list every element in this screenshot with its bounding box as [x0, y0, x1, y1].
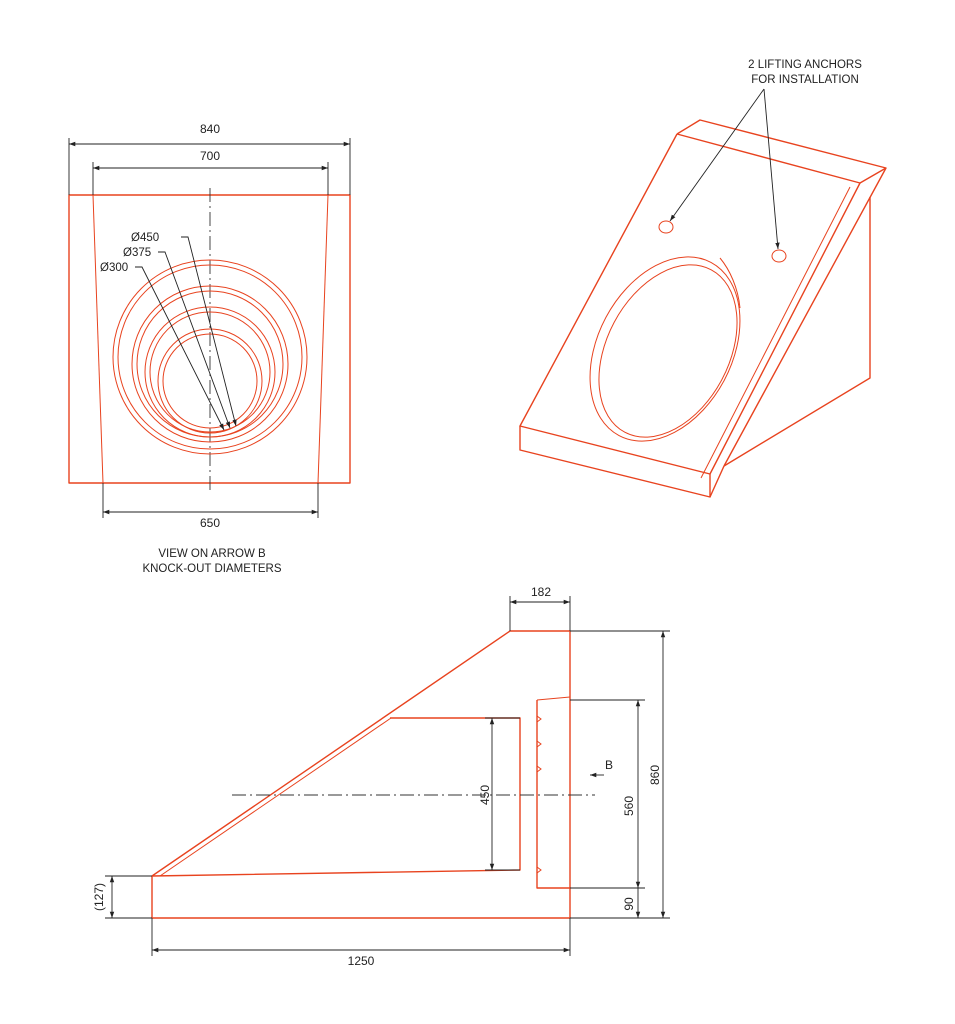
dim-700-label: 700 — [200, 149, 220, 163]
side-view: 182 450 560 90 860 — [92, 585, 670, 968]
dim-127-label: (127) — [92, 883, 106, 911]
lifting-anchor-2 — [771, 249, 787, 263]
dim-860: 860 — [570, 630, 670, 919]
iso-slope-edge-right — [723, 167, 887, 467]
dim-90-label: 90 — [622, 897, 636, 911]
knockout-circles — [112, 259, 308, 455]
diameter-leaders: Ø450 Ø375 Ø300 — [100, 232, 237, 431]
dim-127: (127) — [92, 875, 152, 919]
iso-sloped-face — [519, 133, 861, 475]
knockout-outer-1 — [112, 259, 308, 455]
arrow-b-label: B — [605, 758, 613, 772]
anchor-callout-line2: FOR INSTALLATION — [751, 74, 859, 86]
knockout-450-outer — [131, 285, 289, 443]
knockout-375-outer — [144, 306, 276, 438]
iso-slope-edge-inner — [700, 186, 851, 479]
dim-1250: 1250 — [151, 918, 571, 968]
dim-560-90: 560 90 — [570, 699, 645, 918]
front-view-caption-line2: KNOCK-OUT DIAMETERS — [142, 563, 281, 575]
dim-700: 700 — [92, 149, 329, 195]
iso-opening-inner — [598, 264, 738, 438]
label-d375: Ø375 — [123, 247, 151, 259]
dim-1250-label: 1250 — [348, 954, 375, 968]
knockout-375-inner — [149, 311, 271, 433]
lifting-anchor-1 — [658, 220, 674, 234]
view-arrow-b: B — [590, 758, 613, 778]
front-view-right-taper — [317, 194, 329, 484]
front-view-outline — [68, 194, 351, 484]
iso-opening-outer — [589, 256, 741, 442]
dim-860-label: 860 — [648, 765, 662, 785]
iso-back-face — [723, 197, 871, 467]
front-view: 840 700 650 Ø450 Ø375 Ø300 VIEW ON ARROW… — [68, 122, 351, 575]
dim-560-label: 560 — [622, 796, 636, 816]
dim-182: 182 — [509, 585, 571, 631]
anchor-callout-line1: 2 LIFTING ANCHORS — [748, 59, 862, 71]
knockout-outer-2 — [117, 264, 303, 450]
dim-450-label: 450 — [478, 785, 492, 805]
iso-top-ridge — [676, 119, 887, 184]
dim-182-label: 182 — [531, 585, 551, 599]
side-pipe-opening — [151, 717, 521, 877]
isometric-view: 2 LIFTING ANCHORS FOR INSTALLATION — [519, 59, 887, 498]
label-d300: Ø300 — [100, 262, 128, 274]
knockout-300-inner — [162, 333, 258, 429]
dim-840-label: 840 — [200, 122, 220, 136]
label-d450: Ø450 — [131, 232, 159, 244]
front-view-caption-line1: VIEW ON ARROW B — [158, 548, 266, 560]
side-view-outline — [151, 630, 571, 919]
dim-650: 650 — [102, 483, 319, 530]
knockout-300-outer — [157, 328, 263, 434]
dim-840: 840 — [68, 122, 351, 195]
dim-450: 450 — [478, 717, 520, 871]
side-front-collar — [536, 700, 570, 889]
iso-base-slab — [519, 426, 711, 498]
front-view-left-taper — [92, 194, 104, 484]
dim-650-label: 650 — [200, 516, 220, 530]
